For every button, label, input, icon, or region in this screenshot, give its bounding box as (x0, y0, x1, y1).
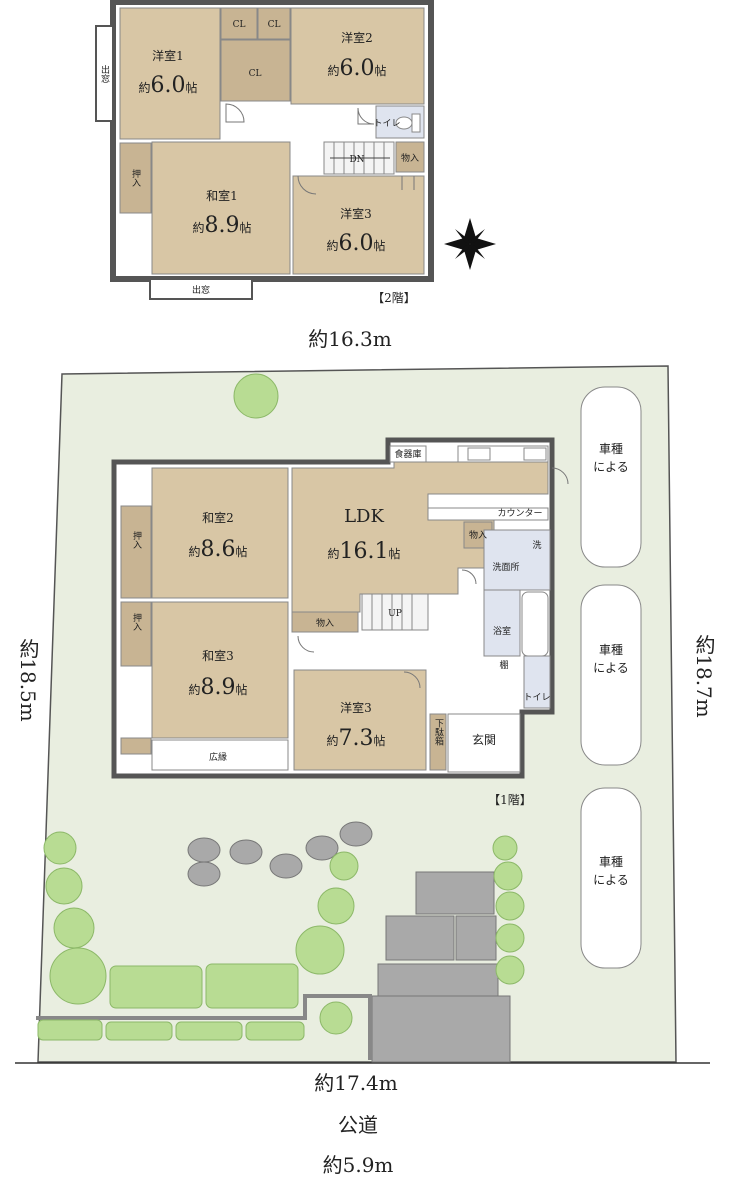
bay-window-left (95, 25, 114, 122)
bay-window-bottom (149, 278, 253, 300)
oshiire-2f (119, 142, 152, 214)
door-swings-1f (297, 467, 569, 689)
floor2-level-label: 【2階】 (372, 290, 416, 305)
parking-1-line1: 車種 (599, 442, 623, 456)
label-ldk: LDK (344, 506, 384, 527)
room-yoshitsu2 (290, 7, 425, 105)
hiroen (151, 739, 289, 771)
compass-icon (444, 218, 496, 270)
size-ldk: 約16.1帖 (327, 539, 400, 564)
right-dimension: 約18.7m (692, 634, 716, 718)
room-yoshitsu1 (119, 7, 221, 140)
counter (427, 507, 549, 521)
senmenjo (483, 529, 551, 591)
stair-treads-1f (371, 594, 413, 630)
oshiire-1f-b (120, 601, 152, 667)
label-shokkidana: 食器庫 (394, 448, 421, 460)
room-washitsu1 (151, 141, 291, 275)
label-cl-c: CL (249, 69, 262, 79)
oshiire-1f-a (120, 505, 152, 599)
second-floor-plan: 洋室1 約6.0帖 洋室2 約6.0帖 和室1 約8.9帖 洋室3 約6.0帖 … (95, 0, 496, 305)
parking-3-line2: による (593, 873, 629, 887)
monoire-2f (395, 141, 425, 173)
stair-1f (361, 593, 429, 631)
toilet-fixture-2f (395, 113, 421, 133)
car-1 (580, 386, 642, 568)
label-demado-side: 出窓 (99, 64, 110, 83)
room-yoshitsu3-1f (293, 669, 427, 771)
label-dn: DN (349, 155, 364, 165)
size-washitsu3: 約8.9帖 (188, 675, 247, 700)
parking-2-line2: による (593, 661, 629, 675)
road-label: 公道 (338, 1113, 378, 1137)
garden-wall (36, 994, 372, 1060)
kitchen-fixtures (389, 445, 549, 463)
label-demado-bottom: 出窓 (192, 284, 210, 296)
label-counter: カウンター (497, 508, 542, 519)
label-monoire-2f: 物入 (401, 152, 419, 164)
size-washitsu1: 約8.9帖 (192, 213, 251, 238)
door-swings-2f (225, 103, 415, 195)
size-yoshitsu2: 約6.0帖 (327, 56, 386, 81)
size-washitsu2: 約8.6帖 (188, 537, 247, 562)
label-hiroen: 広縁 (209, 751, 227, 763)
closet-small-1f (120, 737, 152, 755)
car-3 (580, 787, 642, 969)
road-width: 約5.9m (323, 1153, 394, 1177)
genkan (447, 713, 521, 773)
label-genkan: 玄関 (472, 732, 496, 747)
label-oshiire-1f-b: 押入 (131, 612, 142, 631)
monoire-1f-b (291, 611, 359, 633)
label-up: UP (388, 609, 402, 619)
label-sen: 洗 (532, 539, 541, 551)
trees (43, 373, 525, 1035)
label-washitsu2: 和室2 (202, 510, 234, 525)
label-cl-b: CL (268, 20, 281, 30)
parking-3-line1: 車種 (599, 855, 623, 869)
car-2 (580, 584, 642, 766)
closet-cl-a (220, 7, 258, 40)
size-yoshitsu3-2f: 約6.0帖 (326, 231, 385, 256)
label-washitsu1: 和室1 (206, 188, 238, 203)
bathtub (521, 591, 549, 657)
label-yoshitsu3-1f: 洋室3 (340, 700, 372, 715)
size-yoshitsu1: 約6.0帖 (138, 73, 197, 98)
toilet-1f (523, 655, 551, 709)
first-floor-plan: 和室2 約8.6帖 和室3 約8.9帖 LDK 約16.1帖 洋室3 約7.3帖… (111, 437, 569, 807)
label-oshiire-1f-a: 押入 (131, 530, 142, 549)
label-monoire-1f-b: 物入 (316, 617, 334, 629)
label-washitsu3: 和室3 (202, 648, 234, 663)
floor1-level-label: 【1階】 (488, 792, 532, 807)
getabako (429, 713, 447, 771)
bottom-dimension: 約17.4m (314, 1071, 398, 1095)
paving (371, 871, 511, 1063)
yokushitsu (483, 589, 521, 657)
label-tana: 棚 (499, 659, 508, 671)
label-oshiire-2f: 押入 (130, 168, 141, 187)
label-yoshitsu3-2f: 洋室3 (340, 206, 372, 221)
room-yoshitsu3-2f (292, 175, 425, 275)
label-monoire-1f-a: 物入 (469, 529, 487, 541)
label-toilet-2f: トイレ (373, 119, 400, 129)
label-senmenjo: 洗面所 (492, 561, 519, 573)
parking-2-line1: 車種 (599, 643, 623, 657)
room-washitsu3 (151, 601, 289, 739)
label-getabako: 下駄箱 (433, 719, 444, 747)
closet-cl-c (220, 39, 291, 102)
room-washitsu2 (151, 467, 289, 599)
label-yoshitsu1: 洋室1 (152, 48, 184, 63)
parking-1-line2: による (593, 460, 629, 474)
stepping-stones (187, 821, 373, 887)
label-yoshitsu2: 洋室2 (341, 30, 373, 45)
label-cl-a: CL (233, 20, 246, 30)
closet-cl-b (257, 7, 291, 40)
parking-spaces (580, 386, 642, 969)
hedges (37, 963, 305, 1041)
label-yokushitsu: 浴室 (493, 625, 511, 637)
size-yoshitsu3-1f: 約7.3帖 (326, 726, 385, 751)
left-dimension: 約18.5m (16, 638, 40, 722)
width-dimension-2f: 約16.3m (308, 327, 392, 351)
label-toilet-1f: トイレ (523, 693, 550, 703)
